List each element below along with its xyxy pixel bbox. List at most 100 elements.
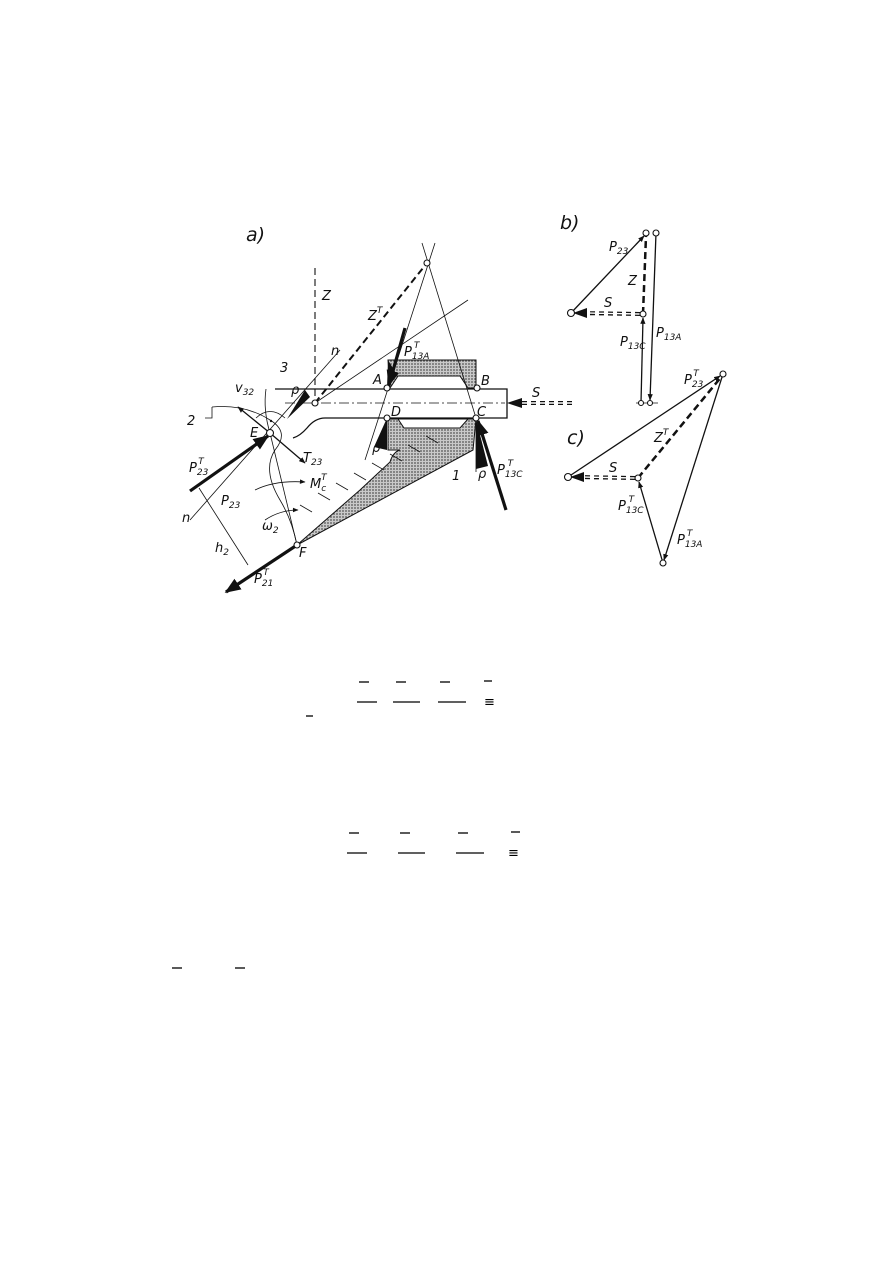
label-P23T: P23T — [189, 457, 209, 478]
label-h2: h2 — [215, 541, 229, 558]
label-omega2: ω2 — [262, 519, 279, 536]
figure-panel-a: a) — [182, 224, 572, 594]
dim-h2 — [198, 487, 249, 566]
equation-2: ≡ — [347, 831, 520, 861]
point-A — [383, 384, 391, 392]
node — [563, 472, 573, 482]
label-C: C — [477, 405, 487, 420]
node — [639, 310, 647, 318]
node — [642, 229, 650, 237]
point-F — [293, 541, 301, 549]
label-rho-C: ρ — [478, 467, 487, 482]
node — [719, 370, 727, 378]
label-rho-D: ρ — [372, 441, 381, 456]
label-Z: Z — [321, 289, 332, 304]
vector-ZT — [637, 375, 723, 479]
label-Z: Z — [627, 274, 638, 289]
vector-P13CT — [638, 481, 664, 564]
velocity-v32 — [237, 406, 271, 434]
label-MCT: McT — [310, 473, 328, 494]
node — [637, 399, 645, 407]
label-P13CT: P13CT — [497, 459, 523, 480]
point-B — [473, 384, 481, 392]
vector-S-head — [573, 308, 587, 318]
identity-symbol: ≡ — [508, 846, 519, 861]
force-P13AT — [386, 327, 407, 387]
friction-wedge-E — [287, 390, 310, 419]
point-E — [265, 428, 275, 438]
equation-1: ≡ — [306, 680, 495, 717]
vector-Z — [641, 235, 648, 315]
lever-2-leader — [205, 407, 213, 419]
label-S: S — [604, 296, 612, 311]
panel-label-c: c) — [567, 427, 585, 449]
label-3: 3 — [280, 361, 288, 376]
apex-point — [423, 259, 431, 267]
force-P23T — [189, 434, 270, 493]
right-angle-arc — [255, 411, 286, 419]
label-S: S — [609, 461, 617, 476]
label-P21T: P21T — [254, 568, 273, 589]
label-T23: T23 — [303, 451, 323, 468]
label-F: F — [299, 546, 307, 561]
node — [652, 229, 660, 237]
force-T23 — [269, 432, 306, 464]
label-P13C: P13C — [620, 335, 646, 352]
label-D: D — [391, 405, 401, 420]
vector-P13C — [640, 317, 646, 404]
label-P13AT: P13AT — [677, 529, 702, 550]
label-P23T: P23T — [684, 369, 704, 390]
label-1: 1 — [452, 469, 460, 484]
label-P13AT: P13AT — [404, 341, 429, 362]
node — [646, 399, 654, 407]
node — [634, 474, 642, 482]
label-2: 2 — [187, 414, 195, 429]
panel-label-a: a) — [246, 224, 265, 246]
pivot-point — [311, 399, 319, 407]
label-P13CT: P13CT — [618, 495, 644, 516]
label-A: A — [372, 373, 382, 388]
vector-P23 — [570, 235, 645, 314]
label-n-bottom: n — [182, 511, 190, 526]
label-P23: P23 — [221, 494, 241, 511]
label-ZT: ZT — [653, 428, 670, 446]
node — [659, 559, 667, 567]
label-S: S — [532, 386, 540, 401]
line-apex-C — [421, 242, 477, 419]
label-P13A: P13A — [656, 326, 681, 343]
vector-P23T — [567, 375, 721, 478]
lever-2-outline — [211, 406, 298, 546]
point-C — [472, 414, 480, 422]
friction-wedge-D — [374, 418, 387, 450]
label-P23: P23 — [609, 240, 629, 257]
slider-rod — [275, 388, 508, 439]
label-E: E — [250, 426, 259, 441]
vector-P13A — [647, 232, 657, 401]
normal-line-n — [189, 349, 341, 521]
node — [566, 308, 576, 318]
force-P21T — [224, 543, 298, 594]
ground-hatching — [299, 435, 439, 513]
arc-3 — [264, 388, 271, 434]
force-P13CT — [476, 419, 508, 511]
label-v32: v32 — [235, 381, 254, 398]
zt-line — [314, 262, 428, 404]
friction-line — [314, 299, 469, 404]
label-rho-E: ρ — [291, 383, 300, 398]
moment-MCT-arrow — [254, 479, 306, 491]
panel-label-b: b) — [560, 212, 579, 234]
label-ZT: ZT — [367, 306, 384, 324]
figure-panel-b: b) P23 Z S P13C P13A — [560, 212, 681, 407]
figure-panel-c: c) P23T ZT S P13CT P13AT — [563, 369, 727, 567]
identity-symbol: ≡ — [484, 695, 495, 710]
vector-S-head — [570, 472, 584, 482]
point-D — [383, 414, 391, 422]
vector-P13AT — [663, 373, 724, 561]
force-S-head — [507, 398, 522, 408]
label-B: B — [481, 374, 490, 389]
right-angle-dot — [269, 419, 273, 423]
omega-arrow — [264, 507, 299, 521]
line-E-F — [269, 432, 298, 546]
label-n-top: n — [331, 344, 339, 359]
